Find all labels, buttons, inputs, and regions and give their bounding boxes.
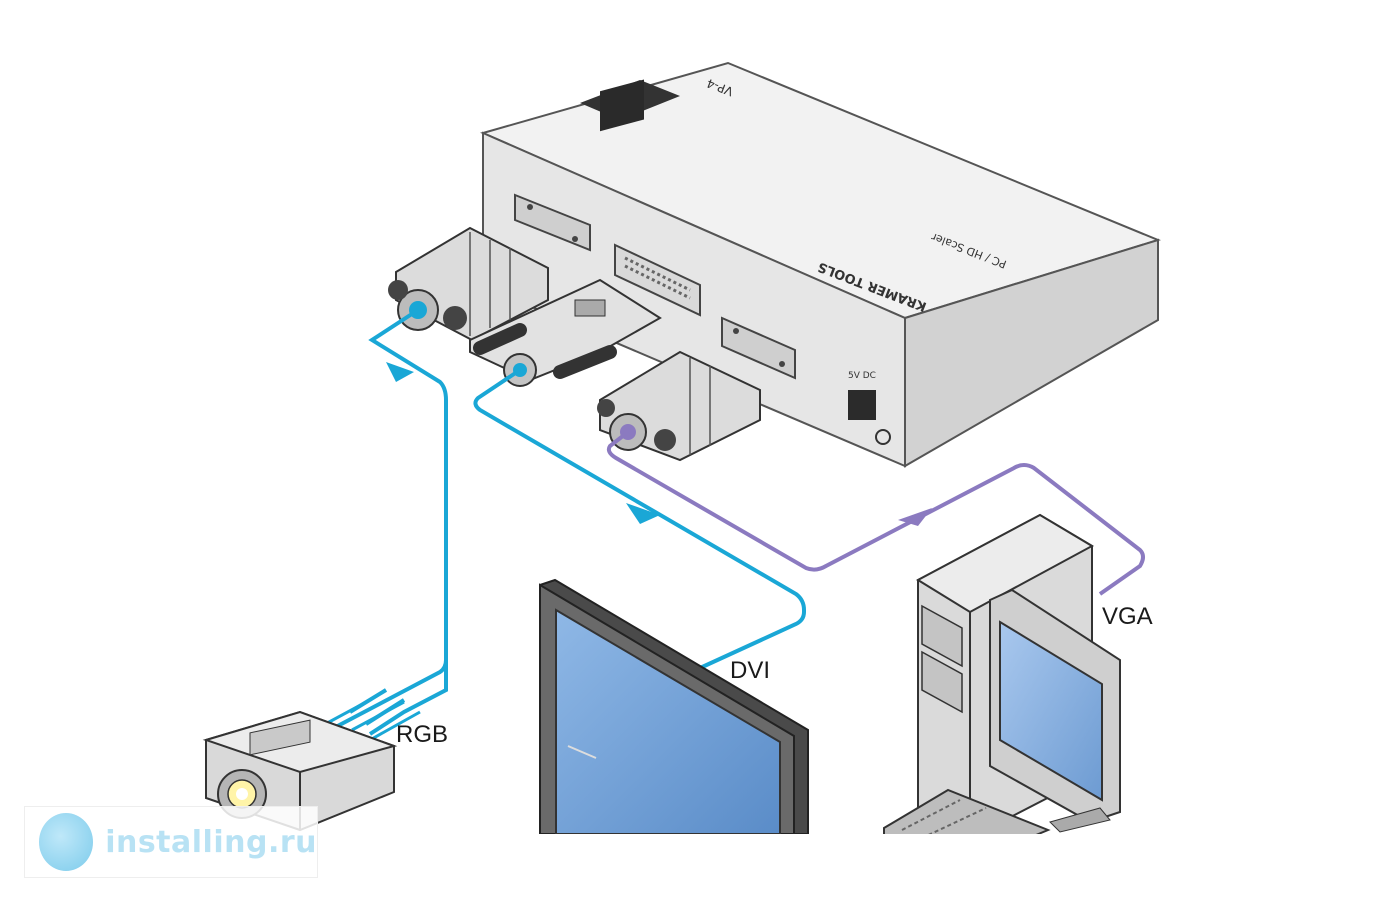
dvi-output-port-icon [614, 243, 701, 317]
rgb-arrow-icon [386, 362, 414, 382]
dvi-arrow-icon [626, 503, 660, 524]
dvi-label: DVI [730, 657, 770, 684]
vga-arrow-icon [898, 508, 932, 526]
rgb-label: RGB [396, 721, 448, 748]
desktop-computer-icon [883, 513, 1121, 851]
dvi-cable [473, 368, 806, 670]
rgb-cable [329, 308, 448, 732]
watermark-text: installing.ru [105, 824, 317, 860]
watermark-logo-icon [39, 813, 94, 871]
projector-icon [202, 710, 398, 832]
scaler-device-icon: KRAMER TOOLS PC / HD Scaler VP-4 5V DC [480, 61, 1161, 468]
vga-input-port-icon [721, 316, 796, 380]
dvi-connector-icon [469, 278, 662, 387]
watermark: installing.ru [24, 806, 318, 878]
vga-label: VGA [1102, 603, 1153, 630]
power-jack-icon [848, 390, 891, 445]
vga-output-port-icon [514, 193, 591, 252]
device-power-label: 5V DC [848, 371, 876, 381]
flat-panel-display-icon [539, 578, 809, 835]
